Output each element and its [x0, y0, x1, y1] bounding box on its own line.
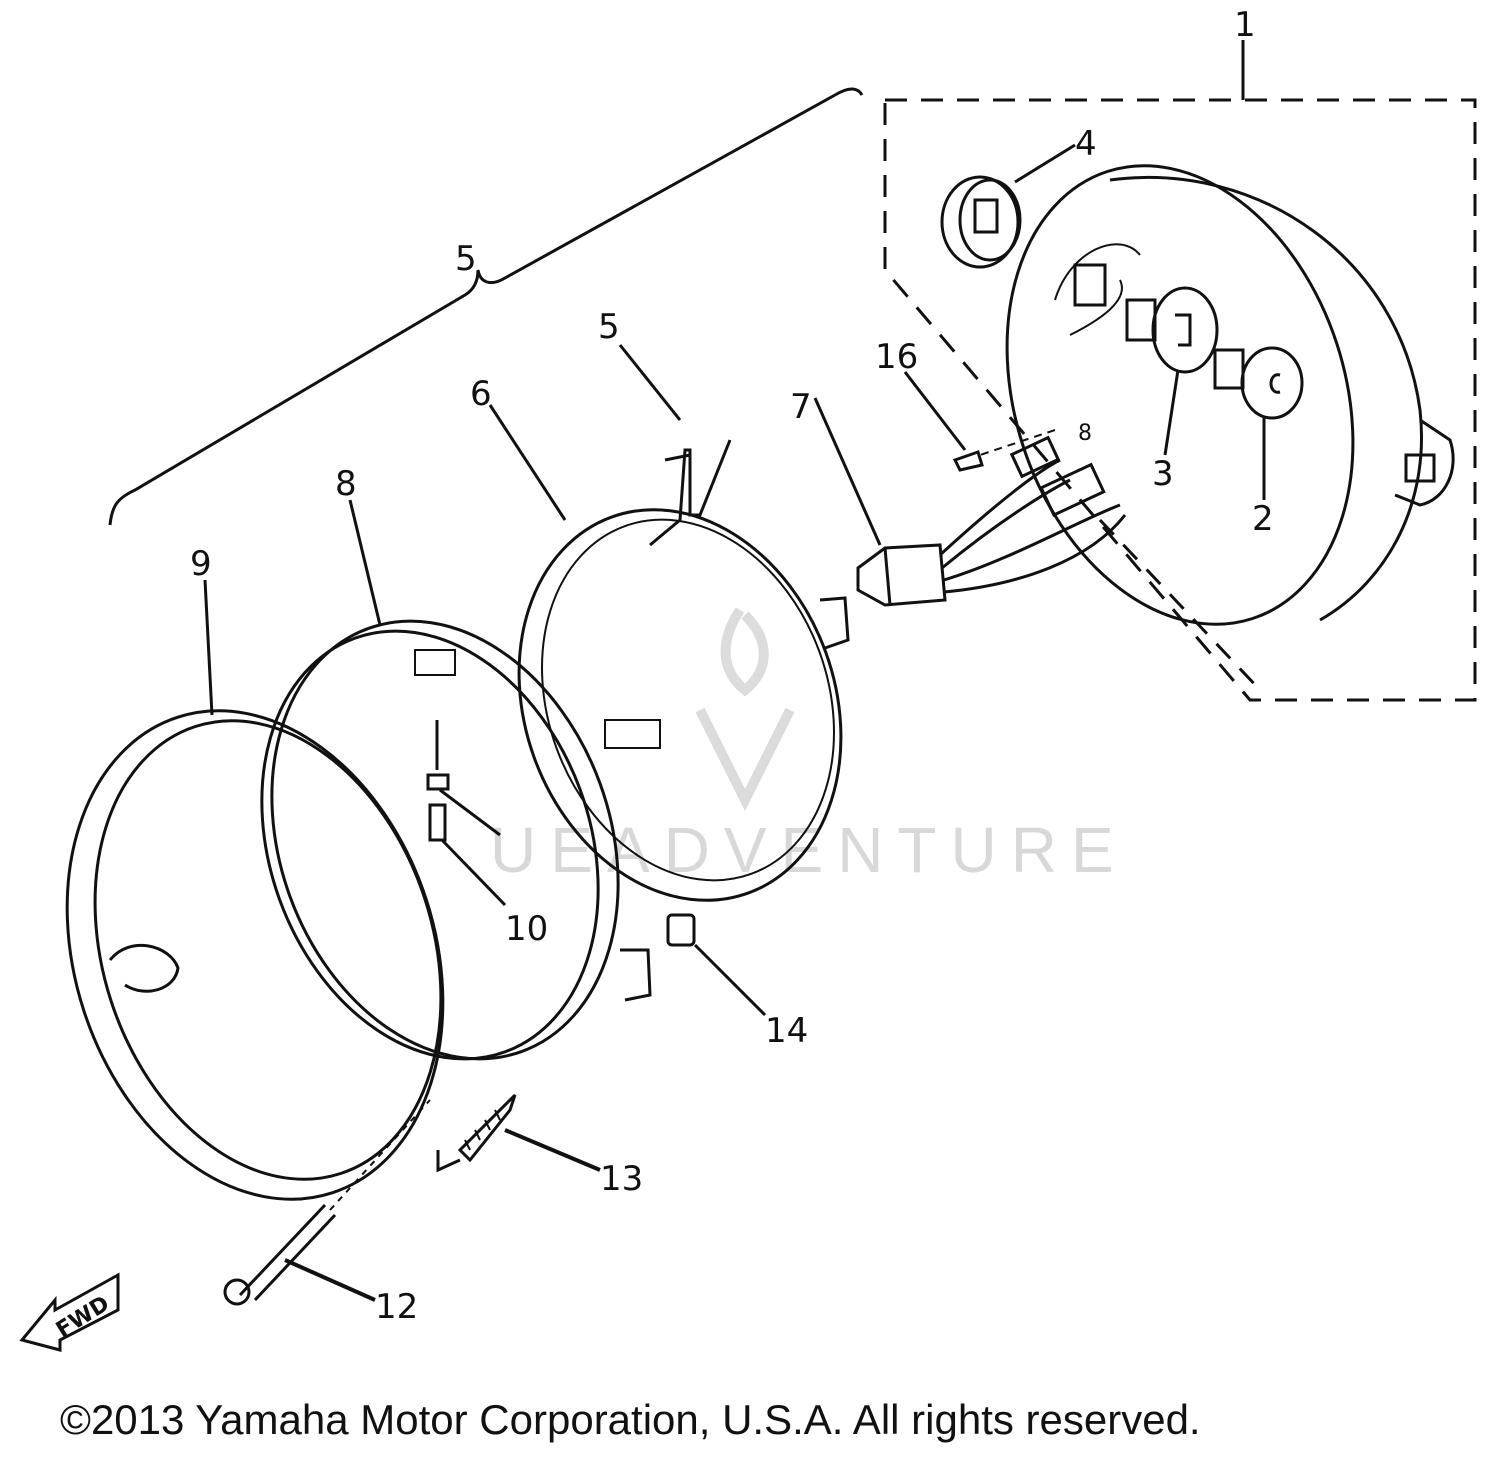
- callout-10: 10: [505, 909, 548, 949]
- callout-8: 8: [335, 464, 357, 504]
- fwd-arrow: [19, 1272, 120, 1352]
- callout-16: 16: [875, 337, 918, 377]
- callout-5-spring: 5: [598, 307, 620, 347]
- screw-10: [426, 720, 507, 907]
- socket-3: [1125, 286, 1219, 456]
- bracket-5: [108, 87, 864, 526]
- trim-ring-9: [65, 579, 445, 1201]
- callout-4: 4: [1075, 124, 1097, 164]
- assembly-dashed-box: [883, 98, 1477, 702]
- callout-8-small: 8: [1078, 421, 1092, 446]
- copyright-notice: ©2013 Yamaha Motor Corporation, U.S.A. A…: [60, 1396, 1201, 1443]
- callout-3: 3: [1152, 454, 1174, 494]
- sealed-beam-6: [488, 404, 850, 902]
- clip-16: [903, 371, 984, 472]
- bulb-socket-2: [1213, 346, 1304, 500]
- inner-rim-8: [260, 499, 652, 1061]
- callout-5-bracket: 5: [455, 239, 477, 279]
- callout-12: 12: [375, 1287, 418, 1327]
- grommet-4: [940, 143, 1076, 269]
- nut-14: [666, 913, 767, 1017]
- watermark-logo: [695, 607, 795, 812]
- callout-14: 14: [765, 1011, 808, 1051]
- dashed-leader: [1098, 518, 1262, 692]
- callout-13: 13: [600, 1159, 643, 1199]
- headlight-housing: [1005, 164, 1455, 626]
- connector-7: [813, 397, 1127, 607]
- spring-13: [436, 1093, 601, 1173]
- callout-1: 1: [1234, 5, 1256, 45]
- fwd-label: FWD: [52, 1291, 114, 1343]
- callout-9: 9: [190, 544, 212, 584]
- callout-7: 7: [790, 387, 812, 427]
- bolt-12: [223, 1099, 431, 1306]
- diagram-svg: UEADVENTURE: [19, 5, 1477, 1352]
- callout-6: 6: [470, 374, 492, 414]
- callout-2: 2: [1252, 499, 1274, 539]
- spring-clip-5: [618, 344, 732, 547]
